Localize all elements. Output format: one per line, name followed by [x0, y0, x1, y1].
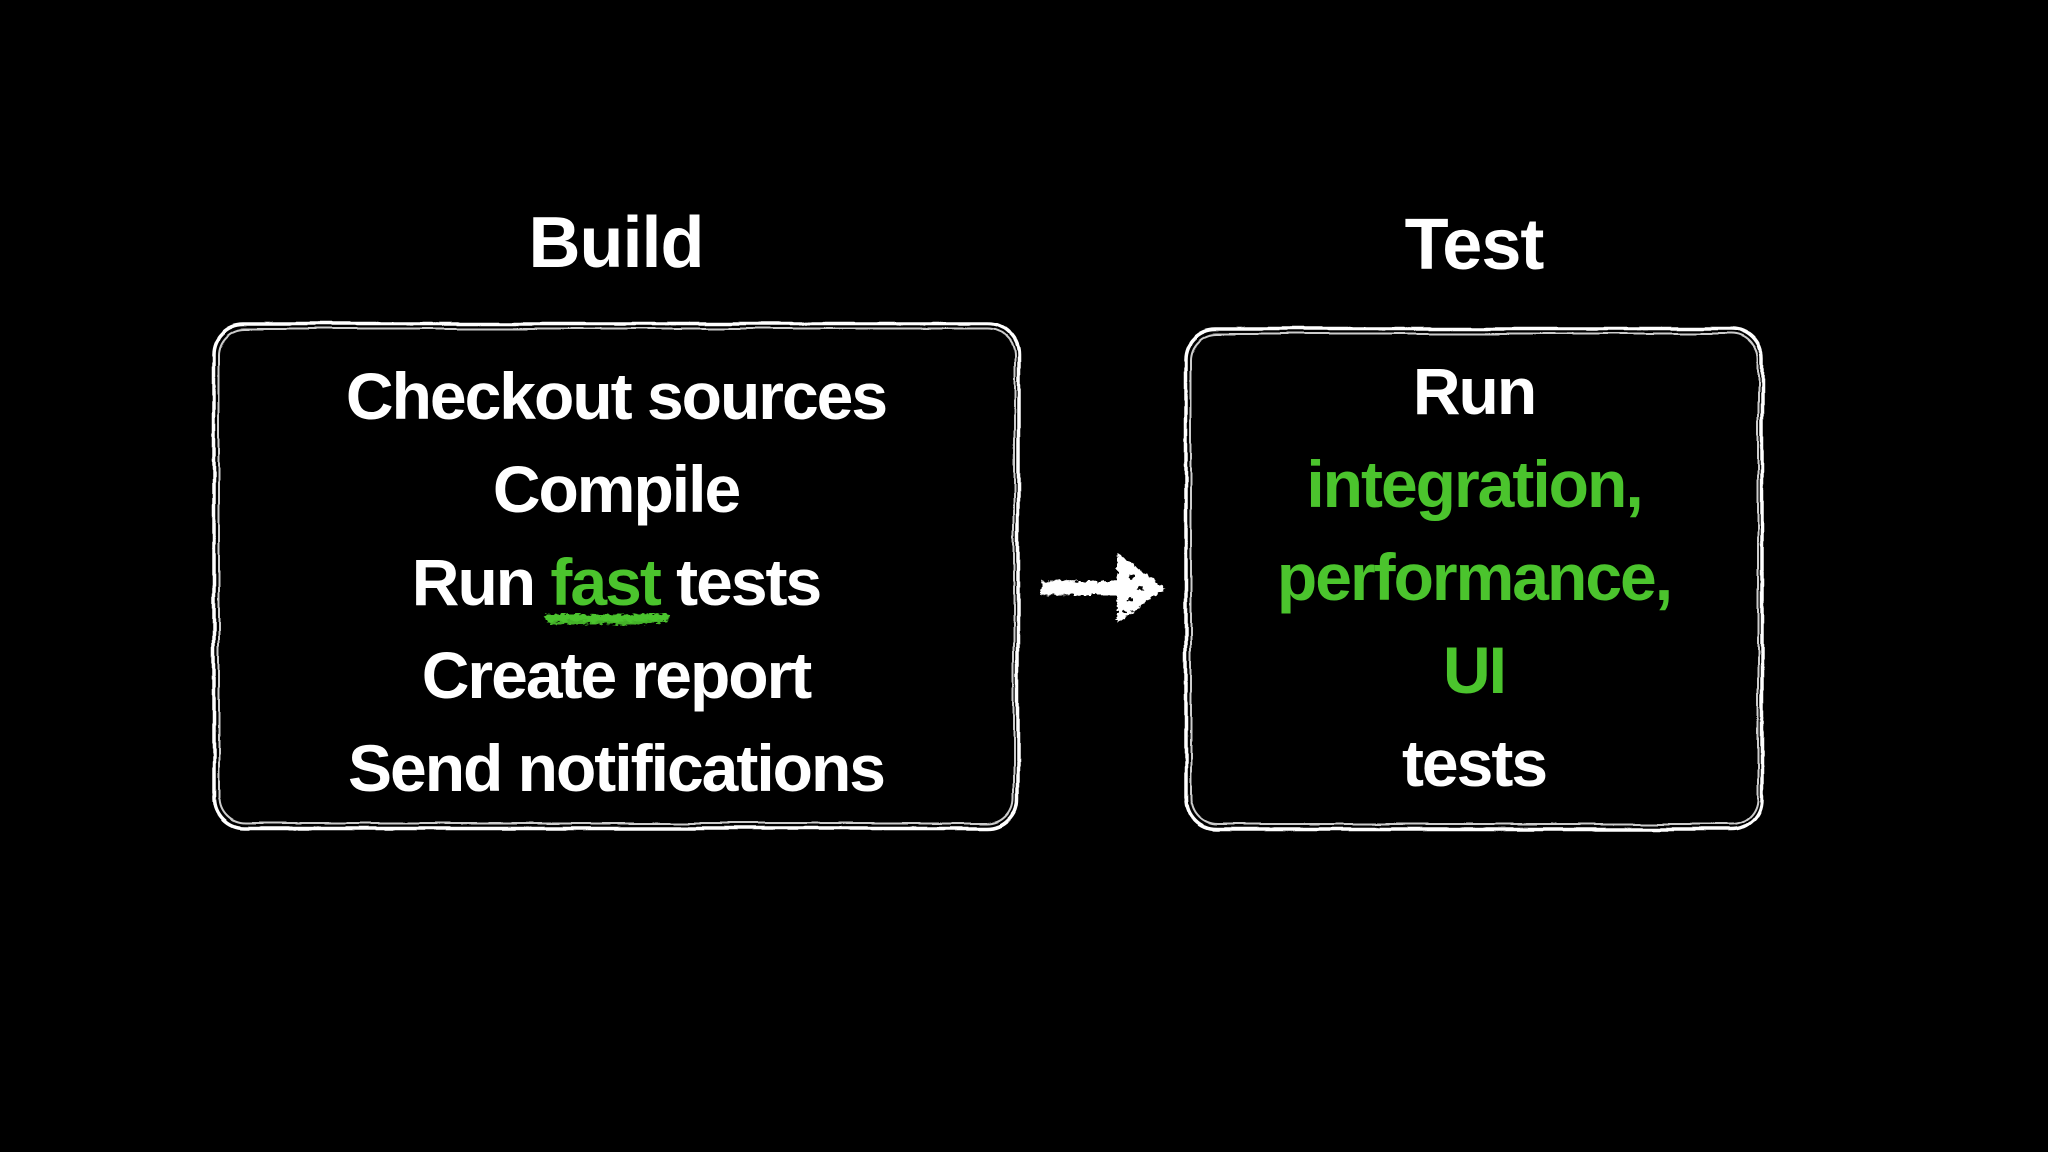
step-create-report: Create report — [421, 638, 812, 712]
arrow-right-icon — [1041, 553, 1165, 623]
test-box: Run integration, performance, UI tests — [1182, 325, 1766, 833]
test-type-ui: UI — [1443, 633, 1507, 707]
test-column-title: Test — [1404, 205, 1545, 285]
build-to-test-arrow — [1034, 548, 1168, 628]
step-run-fast-tests: Run fast tests — [210, 536, 1022, 629]
fast-highlight-text: fast — [550, 545, 661, 619]
step-send-notifications: Send notifications — [347, 731, 886, 805]
step-run-fast-tests-prefix: Run — [411, 545, 551, 619]
build-column-title: Build — [528, 203, 705, 283]
step-checkout-sources: Checkout sources — [345, 359, 888, 433]
fast-highlight: fast — [544, 544, 670, 625]
step-run-fast-tests-suffix: tests — [659, 545, 822, 619]
step-compile: Compile — [492, 452, 741, 526]
build-box: Checkout sources Compile Run fast tests … — [210, 320, 1022, 832]
test-type-performance: performance, — [1276, 540, 1673, 614]
step-run: Run — [1412, 354, 1537, 428]
step-tests: tests — [1401, 726, 1548, 800]
test-type-integration: integration, — [1306, 447, 1643, 521]
